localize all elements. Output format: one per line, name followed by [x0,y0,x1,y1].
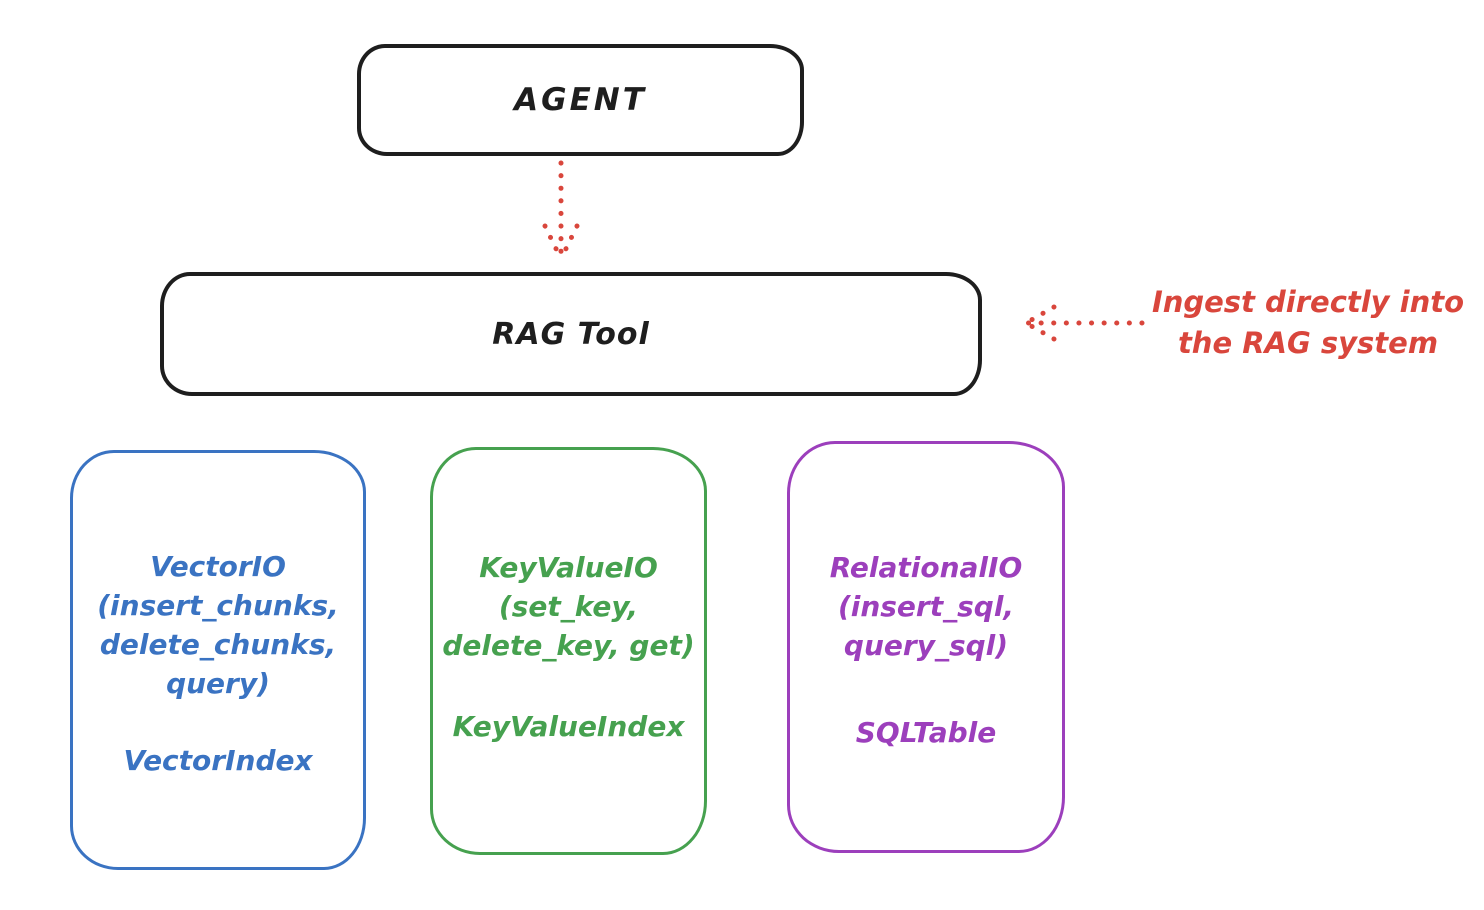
relationalio-node: RelationalIO (insert_sql, query_sql) SQL… [787,441,1065,853]
arrowhead-left [542,223,564,262]
ingest-arrow [1023,304,1145,342]
ingest-annotation-line1: Ingest directly into [1151,285,1465,319]
vectorio-line: delete_chunks, [99,628,337,661]
relationalio-content: RelationalIO (insert_sql, query_sql) SQL… [790,444,1062,752]
keyvalueio-node: KeyValueIO (set_key, delete_key, get) Ke… [430,447,707,855]
agent-label: AGENT [514,82,647,118]
arrowhead-bottom [1023,320,1057,342]
relationalio-line: query_sql) [843,629,1009,662]
vectorio-line: query) [166,667,270,700]
ingest-annotation-line2: the RAG system [1177,326,1439,360]
keyvalueio-content: KeyValueIO (set_key, delete_key, get) Ke… [433,450,704,746]
sqltable-label: SQLTable [855,716,997,749]
arrowhead-right [558,223,580,262]
rag-tool-label: RAG Tool [492,316,650,352]
keyvalueio-line: KeyValueIO [479,551,658,584]
agent-node: AGENT [357,44,804,156]
vectorio-node: VectorIO (insert_chunks, delete_chunks, … [70,450,366,870]
arrowhead-top [1023,304,1057,326]
vectorio-line: VectorIO [150,550,286,583]
keyvalueio-line: (set_key, [498,590,639,623]
vectorio-content: VectorIO (insert_chunks, delete_chunks, … [73,453,363,780]
agent-to-rag-arrow [542,160,580,262]
ingest-annotation: Ingest directly into the RAG system [1138,282,1478,364]
vectorindex-label: VectorIndex [123,744,313,777]
relationalio-line: RelationalIO [829,551,1023,584]
relationalio-line: (insert_sql, [837,590,1015,623]
keyvalueindex-label: KeyValueIndex [452,710,685,743]
rag-tool-node: RAG Tool [160,272,982,396]
keyvalueio-line: delete_key, get) [442,629,695,662]
vectorio-line: (insert_chunks, [97,589,339,622]
